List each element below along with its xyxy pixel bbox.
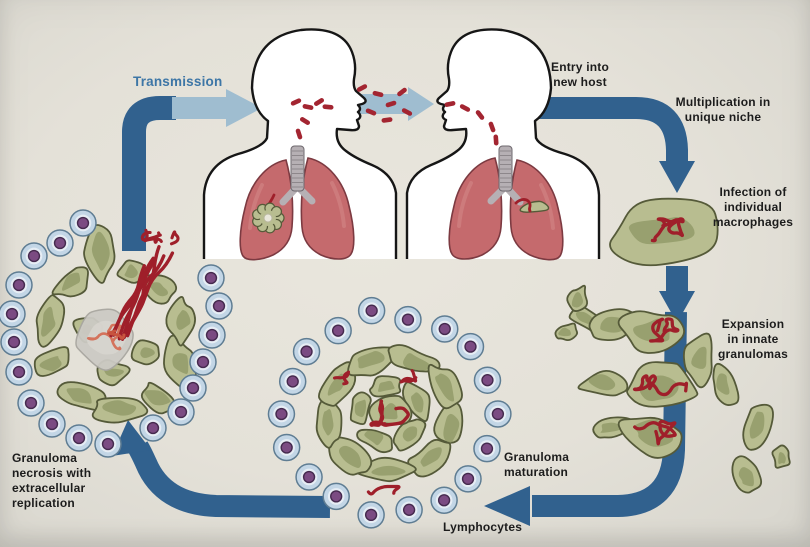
label-expansion-granulomas: Expansion in innate granulomas: [717, 317, 788, 361]
innate-granuloma-cluster: [554, 284, 791, 494]
label-granuloma-necrosis: Granuloma necrosis with extracellular re…: [12, 451, 92, 510]
person-infected: [202, 28, 398, 261]
single-infected-macrophage: [609, 197, 719, 267]
lung-lesions: [252, 193, 550, 234]
people: [202, 28, 601, 261]
label-entry-into-new-host: Entry into new host: [551, 60, 609, 89]
mature-granuloma: [267, 296, 512, 529]
necrotic-granuloma: [0, 209, 233, 458]
label-infection-of-macrophages: Infection of individual macrophages: [712, 185, 794, 229]
label-lymphocytes: Lymphocytes: [443, 520, 523, 534]
cycle-arrows: [112, 96, 695, 526]
label-transmission: Transmission: [133, 74, 223, 89]
label-granuloma-maturation: Granuloma maturation: [504, 450, 570, 479]
person-new-host: [405, 28, 601, 261]
label-multiplication: Multiplication in unique niche: [675, 95, 771, 124]
airborne-bacteria: [290, 84, 499, 146]
